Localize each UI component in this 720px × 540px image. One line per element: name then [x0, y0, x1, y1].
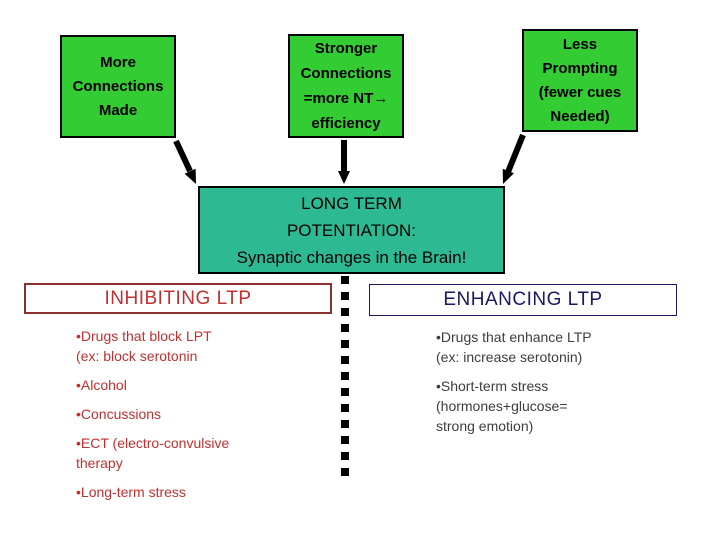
- down-right-arrow-icon: [173, 139, 196, 184]
- enhancing-ltp-list: •Drugs that enhance LTP (ex: increase se…: [436, 327, 691, 445]
- column-header-inhibiting-ltp: INHIBITING LTP: [24, 283, 332, 314]
- inhibiting-ltp-list: •Drugs that block LPT (ex: block seroton…: [76, 326, 338, 511]
- summary-box-long-term-potentiation: LONG TERM POTENTIATION: Synaptic changes…: [198, 186, 505, 274]
- list-item: •Concussions: [76, 406, 162, 422]
- list-item: •Drugs that enhance LTP (ex: increase se…: [436, 329, 592, 365]
- list-item: •Drugs that block LPT (ex: block seroton…: [76, 328, 212, 364]
- concept-box-less-prompting: Less Prompting (fewer cues Needed): [522, 29, 638, 132]
- list-item: •Short-term stress (hormones+glucose= st…: [436, 378, 568, 434]
- concept-box-more-connections: More Connections Made: [60, 35, 176, 138]
- column-header-enhancing-ltp: ENHANCING LTP: [369, 284, 677, 316]
- concept-box-stronger-connections: Stronger Connections =more NT→ efficienc…: [288, 34, 404, 138]
- down-arrow-icon: [338, 140, 350, 184]
- list-item: •Long-term stress: [76, 484, 186, 500]
- dashed-column-divider: [341, 276, 349, 480]
- list-item: •Alcohol: [76, 377, 127, 393]
- down-left-arrow-icon: [502, 133, 526, 184]
- list-item: •ECT (electro-convulsive therapy: [76, 435, 230, 471]
